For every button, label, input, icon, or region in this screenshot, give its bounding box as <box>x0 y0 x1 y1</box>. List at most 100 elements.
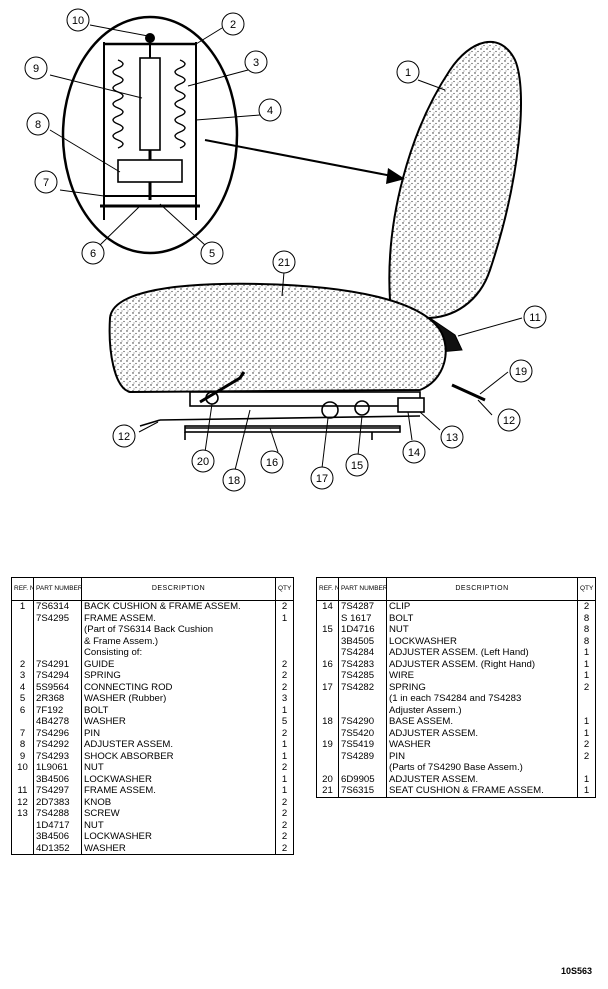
callout-11: 11 <box>523 305 547 329</box>
part-number-cell: 2D7383 <box>33 796 82 808</box>
part-number-cell <box>33 635 82 647</box>
ref-no-cell: 17 <box>316 681 339 693</box>
quantity-cell <box>275 635 294 647</box>
description-cell: FRAME ASSEM. <box>81 612 276 624</box>
description-cell: NUT <box>81 819 276 831</box>
description-cell: SEAT CUSHION & FRAME ASSEM. <box>386 785 578 797</box>
callout-label: 1 <box>405 67 411 79</box>
part-number-cell: 7S4284 <box>338 647 387 659</box>
ref-no-cell: 14 <box>316 600 339 613</box>
ref-no-cell: 21 <box>316 785 339 797</box>
callout-13: 13 <box>440 425 464 449</box>
ref-no-cell: 18 <box>316 716 339 728</box>
quantity-cell <box>577 762 596 774</box>
quantity-cell: 3 <box>275 693 294 705</box>
header-description: DESCRIPTION <box>386 577 578 601</box>
callout-14: 14 <box>402 440 426 464</box>
part-number-cell: 7S4288 <box>33 808 82 820</box>
quantity-cell: 2 <box>577 600 596 613</box>
quantity-cell: 2 <box>577 750 596 762</box>
ref-no-cell: 7 <box>11 727 34 739</box>
ref-no-cell <box>11 716 34 728</box>
ref-no-cell: 3 <box>11 670 34 682</box>
part-number-cell <box>338 693 387 705</box>
description-cell: FRAME ASSEM. <box>81 785 276 797</box>
callout-label: 6 <box>90 248 96 260</box>
header-qty: QTY <box>577 577 596 601</box>
description-cell: & Frame Assem.) <box>81 635 276 647</box>
part-number-cell: 7S4287 <box>338 600 387 613</box>
quantity-cell: 1 <box>577 727 596 739</box>
part-number-cell: 7S4291 <box>33 658 82 670</box>
part-number-cell: 7S6315 <box>338 785 387 797</box>
ref-no-cell <box>316 704 339 716</box>
callout-3: 3 <box>244 50 268 74</box>
ref-no-cell: 9 <box>11 750 34 762</box>
quantity-cell: 2 <box>275 681 294 693</box>
part-number-cell: 4B4278 <box>33 716 82 728</box>
part-number-cell: 1D4717 <box>33 819 82 831</box>
description-cell: GUIDE <box>81 658 276 670</box>
part-number-cell: 7S4285 <box>338 670 387 682</box>
quantity-cell: 2 <box>275 819 294 831</box>
description-cell: LOCKWASHER <box>386 635 578 647</box>
ref-no-cell: 4 <box>11 681 34 693</box>
part-number-cell: 7S4283 <box>338 658 387 670</box>
part-number-cell <box>33 624 82 636</box>
part-number-cell: 7S6314 <box>33 600 82 613</box>
part-number-cell: 7S4282 <box>338 681 387 693</box>
quantity-cell: 2 <box>275 831 294 843</box>
ref-no-cell <box>11 612 34 624</box>
callout-10: 10 <box>66 8 90 32</box>
ref-no-cell: 6 <box>11 704 34 716</box>
description-cell: CONNECTING ROD <box>81 681 276 693</box>
quantity-cell: 2 <box>275 842 294 855</box>
header-qty: QTY <box>275 577 294 601</box>
header-ref-no: REF. NO. <box>316 577 339 601</box>
ref-no-cell: 15 <box>316 624 339 636</box>
description-cell: (1 in each 7S4284 and 7S4283 <box>386 693 578 705</box>
quantity-cell: 2 <box>275 808 294 820</box>
header-description: DESCRIPTION <box>81 577 276 601</box>
callout-label: 12 <box>503 415 515 427</box>
description-cell: SHOCK ABSORBER <box>81 750 276 762</box>
callout-label: 18 <box>228 475 240 487</box>
callout-12: 12 <box>112 424 136 448</box>
parts-table-right: REF. NO. PART NUMBER DESCRIPTION QTY 147… <box>316 577 596 798</box>
description-cell: BOLT <box>386 612 578 624</box>
ref-no-cell <box>316 693 339 705</box>
ref-no-cell <box>11 635 34 647</box>
description-cell: SPRING <box>81 670 276 682</box>
quantity-cell: 2 <box>275 796 294 808</box>
description-cell: ADJUSTER ASSEM. <box>386 773 578 785</box>
ref-no-cell: 16 <box>316 658 339 670</box>
header-part-number: PART NUMBER <box>33 577 82 601</box>
parts-table-left: REF. NO. PART NUMBER DESCRIPTION QTY 17S… <box>11 577 294 855</box>
shock-absorber-inset <box>61 15 239 255</box>
quantity-cell: 8 <box>577 635 596 647</box>
description-cell: LOCKWASHER <box>81 831 276 843</box>
part-number-cell: 3B4505 <box>338 635 387 647</box>
ref-no-cell <box>11 773 34 785</box>
quantity-cell: 8 <box>577 612 596 624</box>
ref-no-cell <box>316 647 339 659</box>
callout-label: 14 <box>408 447 420 459</box>
callout-20: 20 <box>191 449 215 473</box>
figure-number: 10S563 <box>561 966 593 976</box>
description-cell: ADJUSTER ASSEM. (Right Hand) <box>386 658 578 670</box>
callout-label: 2 <box>230 19 236 31</box>
callout-2: 2 <box>221 12 245 36</box>
callout-16: 16 <box>260 450 284 474</box>
